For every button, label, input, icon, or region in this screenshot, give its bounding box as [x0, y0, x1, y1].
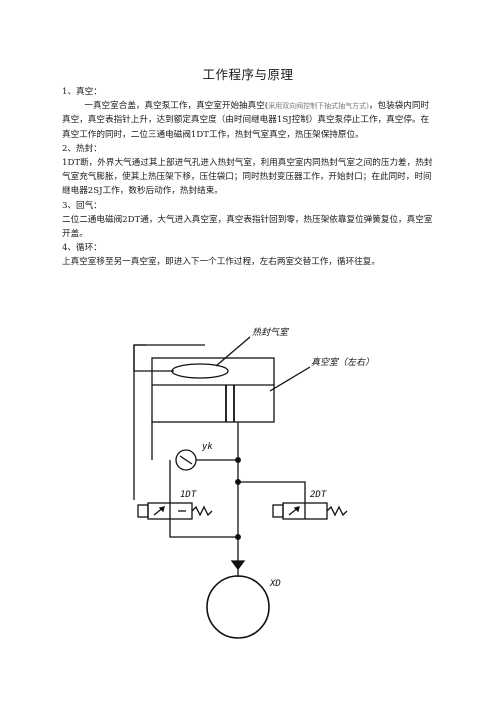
vacuum-pump	[206, 575, 270, 639]
heat-seal-chamber-ellipse	[171, 363, 229, 379]
section-heading-vacuum: 1、真空：	[62, 87, 102, 97]
section-text-vacuum: 一真空室合盖，真空泵工作，真空室开始抽真空(采用双向阀控制下抽式抽气方式)，包装…	[62, 99, 434, 142]
section-text-heat-seal: 1DT断，外界大气通过其上部进气孔进入热封气室，利用真空室内同热封气室之间的压力…	[62, 158, 433, 197]
label-gauge: yk	[201, 442, 213, 452]
section-text-vacuum-a: 一真空室合盖，真空泵工作，真空室开始抽真空(	[84, 101, 269, 112]
section-text-vacuum-note: 采用双向阀控制下抽式抽气方式)	[268, 102, 369, 111]
leader-vacuum-chamber	[269, 366, 311, 392]
valve2-line	[238, 481, 306, 503]
label-heat-seal-chamber: 热封气室	[252, 327, 290, 338]
label-valve1: 1DT	[180, 490, 197, 500]
junction-dot-1	[235, 457, 241, 463]
section-text-return-air: 二位二通电磁阀2DT通，大气进入真空室，真空表指针回到零，热压架依靠复位弹簧复位…	[62, 214, 433, 240]
valve2-solenoid	[272, 504, 284, 518]
valve2-spring	[326, 505, 348, 517]
valve2-arrowhead	[293, 506, 300, 513]
page-title: 工作程序与原理	[202, 67, 294, 82]
document-body: 1、真空： 一真空室合盖，真空泵工作，真空室开始抽真空(采用双向阀控制下抽式抽气…	[62, 85, 434, 270]
section-text-cycle: 上真空室移至另一真空室，即进入下一个工作过程，左右两室交替工作，循环往复。	[62, 257, 380, 268]
check-valve-triangle	[230, 560, 246, 571]
pneumatic-diagram: 热封气室 真空室（左右） yk 1DT 2DT XD	[133, 327, 374, 639]
valve1-pipe	[169, 519, 238, 538]
label-pump: XD	[269, 579, 281, 589]
gauge-needle	[179, 455, 193, 465]
valve1-solenoid	[137, 504, 149, 518]
leader-heat-seal	[215, 336, 251, 367]
section-heading-cycle: 4、循环：	[62, 243, 102, 254]
valve1-spring	[191, 505, 213, 517]
label-vacuum-chamber: 真空室（左右）	[311, 357, 374, 368]
section-text-vacuum-b: ，包装袋内同时真空，真空表指针上升，达到额定真空度（由时间继电器1SJ控制）真空…	[62, 101, 430, 140]
section-heading-heat-seal: 2、热封：	[62, 143, 102, 154]
valve1-arrowhead	[158, 506, 165, 513]
vacuum-chamber-box	[151, 357, 275, 423]
section-heading-return-air: 3、回气：	[62, 200, 102, 211]
label-valve2: 2DT	[310, 490, 327, 500]
